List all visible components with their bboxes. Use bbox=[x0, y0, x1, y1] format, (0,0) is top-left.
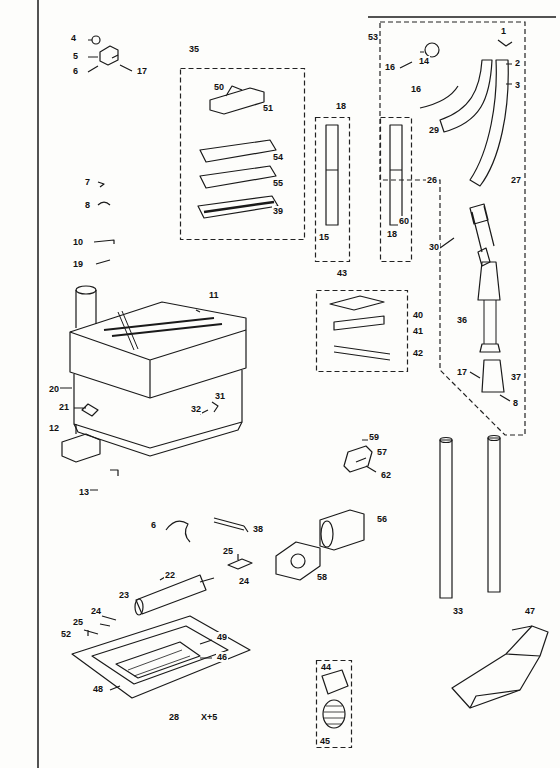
callout-number: 24 bbox=[90, 606, 102, 616]
callout-number: 59 bbox=[368, 432, 380, 442]
callout-number: 42 bbox=[412, 348, 424, 358]
dashed-outline bbox=[316, 290, 408, 372]
callout-number: 51 bbox=[262, 103, 274, 113]
callout-number: X+5 bbox=[200, 712, 218, 722]
callout-number: 55 bbox=[272, 178, 284, 188]
parts-group-box: 53 bbox=[380, 22, 525, 435]
callout-number: 45 bbox=[319, 736, 331, 746]
callout-number: 11 bbox=[208, 290, 220, 300]
callout-number: 20 bbox=[48, 384, 60, 394]
callout-number: 62 bbox=[380, 470, 392, 480]
callout-number: 16 bbox=[384, 62, 396, 72]
callout-number: 6 bbox=[150, 520, 157, 530]
callout-number: 5 bbox=[72, 51, 79, 61]
callout-number: 19 bbox=[72, 259, 84, 269]
callout-number: 10 bbox=[72, 237, 84, 247]
callout-number: 60 bbox=[398, 216, 410, 226]
callout-number: 16 bbox=[410, 84, 422, 94]
callout-number: 1 bbox=[500, 26, 507, 36]
callout-number: 46 bbox=[216, 652, 228, 662]
callout-number: 6 bbox=[72, 66, 79, 76]
callout-number: 26 bbox=[426, 175, 438, 185]
callout-number: 2 bbox=[514, 58, 521, 68]
callout-number: 58 bbox=[316, 572, 328, 582]
parts-group-box: 404142 bbox=[316, 290, 408, 372]
callout-number: 44 bbox=[320, 662, 332, 672]
callout-number: 40 bbox=[412, 310, 424, 320]
callout-number: 14 bbox=[418, 56, 430, 66]
callout-number: 7 bbox=[84, 177, 91, 187]
callout-number: 24 bbox=[238, 576, 250, 586]
callout-number: 12 bbox=[48, 423, 60, 433]
callout-number: 13 bbox=[78, 487, 90, 497]
dashed-outline bbox=[316, 660, 352, 748]
callout-number: 35 bbox=[188, 44, 200, 54]
callout-number: 17 bbox=[136, 66, 148, 76]
callout-number: 25 bbox=[222, 546, 234, 556]
callout-number: 36 bbox=[456, 315, 468, 325]
callout-number: 31 bbox=[214, 391, 226, 401]
dashed-outline bbox=[180, 68, 305, 240]
callout-number: 48 bbox=[92, 684, 104, 694]
callout-number: 30 bbox=[428, 242, 440, 252]
callout-number: 32 bbox=[190, 404, 202, 414]
callout-number: 21 bbox=[58, 402, 70, 412]
callout-number: 49 bbox=[216, 632, 228, 642]
callout-number: 8 bbox=[84, 200, 91, 210]
callout-number: 52 bbox=[60, 629, 72, 639]
callout-number: 15 bbox=[318, 232, 330, 242]
callout-number: 28 bbox=[168, 712, 180, 722]
parts-group-box: 18 bbox=[380, 117, 412, 262]
dashed-outline bbox=[380, 22, 525, 435]
callout-number: 22 bbox=[164, 570, 176, 580]
parts-group-box: 1815 bbox=[315, 117, 350, 262]
callout-number: 4 bbox=[70, 33, 77, 43]
dashed-outline bbox=[380, 117, 412, 262]
callout-number: 3 bbox=[514, 80, 521, 90]
callout-number: 33 bbox=[452, 606, 464, 616]
callout-number: 53 bbox=[367, 32, 379, 42]
callout-number: 56 bbox=[376, 514, 388, 524]
callout-number: 47 bbox=[524, 606, 536, 616]
callout-number: 37 bbox=[510, 372, 522, 382]
callout-number: 18 bbox=[386, 229, 398, 239]
callout-number: 8 bbox=[512, 398, 519, 408]
parts-group-box: 44 45 bbox=[316, 660, 352, 748]
callout-number: 25 bbox=[72, 617, 84, 627]
callout-number: 38 bbox=[252, 524, 264, 534]
callout-number: 43 bbox=[336, 268, 348, 278]
callout-number: 41 bbox=[412, 326, 424, 336]
parts-group-box: 355051545539 bbox=[180, 68, 305, 240]
callout-number: 27 bbox=[510, 175, 522, 185]
callout-number: 39 bbox=[272, 206, 284, 216]
callout-number: 54 bbox=[272, 152, 284, 162]
callout-number: 17 bbox=[456, 367, 468, 377]
callout-number: 18 bbox=[335, 101, 347, 111]
callout-number: 50 bbox=[213, 82, 225, 92]
callout-number: 23 bbox=[118, 590, 130, 600]
callout-number: 29 bbox=[428, 125, 440, 135]
callout-number: 57 bbox=[376, 447, 388, 457]
